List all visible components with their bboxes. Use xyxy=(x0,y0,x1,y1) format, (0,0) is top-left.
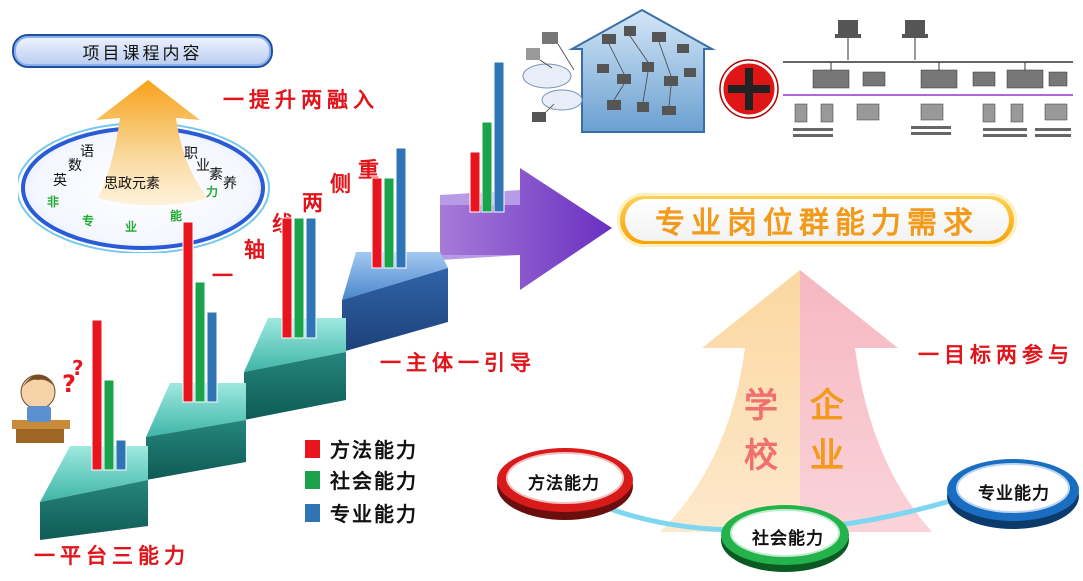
legend-label: 专业能力 xyxy=(330,502,418,526)
bar-social-5 xyxy=(481,121,493,213)
rings-layer xyxy=(497,448,1079,572)
arrow-char-right: 业 xyxy=(810,436,844,476)
bar-method-1 xyxy=(91,319,103,471)
svg-text:?: ? xyxy=(72,356,84,380)
ring-label-social: 社会能力 xyxy=(752,529,824,549)
bar-social-3 xyxy=(293,217,305,339)
legend-swatch-red xyxy=(305,439,320,458)
oval-char: 业 xyxy=(196,158,210,174)
bar-method-2 xyxy=(182,221,194,403)
plus-icon xyxy=(719,59,779,119)
diagonal-char: 侧 xyxy=(330,171,351,196)
oval-char: 语 xyxy=(80,144,94,160)
bar-professional-5 xyxy=(493,61,505,213)
staircase: ? ? xyxy=(12,168,612,540)
legend-label: 社会能力 xyxy=(330,469,418,493)
legend-label: 方法能力 xyxy=(330,438,418,462)
oval-char: 职 xyxy=(184,146,198,162)
oval-green-char: 专 xyxy=(82,214,95,228)
bar-method-4 xyxy=(371,177,383,269)
diagonal-char: 重 xyxy=(358,157,379,182)
oval-green-char: 力 xyxy=(206,185,219,199)
oval-char: 数 xyxy=(68,158,82,174)
diagonal-char: 一 xyxy=(212,263,233,288)
label-bottom-left: 一平台三能力 xyxy=(34,543,190,568)
diagonal-char: 轴 xyxy=(244,237,265,262)
bar-social-1 xyxy=(103,379,115,471)
diagonal-char: 两 xyxy=(302,190,323,215)
legend-swatch-green xyxy=(305,470,320,489)
oval-char: 素 xyxy=(209,167,223,183)
bar-professional-1 xyxy=(115,439,127,471)
oval-green-char: 非 xyxy=(47,195,60,209)
ring-label-method: 方法能力 xyxy=(528,474,600,494)
bar-professional-3 xyxy=(305,217,317,339)
bars-layer xyxy=(91,61,505,471)
industrial-network-diagram xyxy=(783,20,1073,137)
school-enterprise-arrow xyxy=(660,270,932,532)
legend-item: 方法能力 xyxy=(305,434,418,463)
svg-text:?: ? xyxy=(62,370,76,398)
desk xyxy=(12,420,70,429)
bar-social-4 xyxy=(383,177,395,269)
page-title: 项目课程内容 xyxy=(12,34,273,68)
ring-label-professional: 专业能力 xyxy=(978,484,1050,504)
ideology-oval-diagram xyxy=(18,80,270,253)
legend-item: 专业能力 xyxy=(305,498,418,527)
ability-demand-banner: 专业岗位群能力需求 xyxy=(617,193,1017,247)
oval-center-label: 思政元素 xyxy=(104,176,160,192)
oval-char: 英 xyxy=(53,173,67,189)
label-right: 一目标两参与 xyxy=(918,342,1074,367)
network-house-diagram xyxy=(522,8,716,133)
oval-green-char: 业 xyxy=(125,220,138,234)
oval-char: 养 xyxy=(223,176,237,192)
legend-item: 社会能力 xyxy=(305,465,418,494)
arrow-char-left: 学 xyxy=(744,386,778,426)
arrow-char-left: 校 xyxy=(744,436,778,476)
bar-professional-4 xyxy=(395,147,407,269)
label-top-left: 一提升两融入 xyxy=(223,87,379,112)
legend-swatch-blue xyxy=(305,503,320,522)
bar-method-5 xyxy=(469,151,481,213)
bar-method-3 xyxy=(281,217,293,339)
oval-green-char: 能 xyxy=(170,209,183,223)
bar-professional-2 xyxy=(206,311,218,403)
label-middle: 一主体一引导 xyxy=(380,350,536,375)
bar-social-2 xyxy=(194,281,206,403)
arrow-char-right: 企 xyxy=(810,386,844,426)
banner-text: 专业岗位群能力需求 xyxy=(625,199,1009,241)
